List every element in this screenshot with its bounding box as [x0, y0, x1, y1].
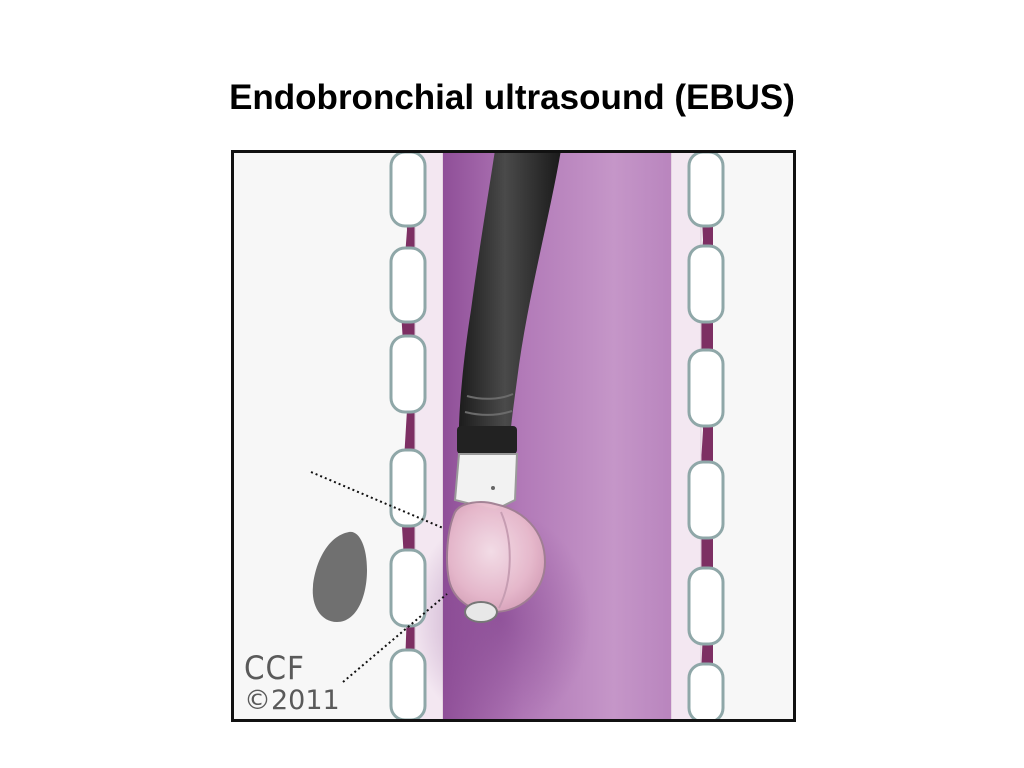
slide-title: Endobronchial ultrasound (EBUS) [229, 78, 795, 117]
balloon-seam [498, 511, 511, 609]
cartilage-ring-icon [687, 460, 725, 540]
cartilage-ring-icon [389, 648, 427, 722]
copyright-year: ©2011 [244, 685, 340, 716]
ultrasound-balloon-icon [446, 501, 547, 614]
cartilage-ring-icon [687, 662, 725, 722]
cartilage-ring-icon [389, 448, 427, 528]
cartilage-ring-icon [687, 244, 725, 324]
lymph-node-icon [312, 531, 367, 622]
cartilage-ring-icon [389, 334, 427, 414]
illustration-frame [231, 150, 796, 722]
balloon-end-cap [464, 601, 498, 623]
ebus-illustration-svg [231, 150, 796, 722]
cartilage-ring-icon [687, 566, 725, 646]
right-cartilage-rings [687, 150, 725, 722]
scope-band-lines [464, 393, 514, 416]
scope-tip [453, 453, 519, 512]
cartilage-ring-icon [389, 246, 427, 324]
cartilage-ring-icon [687, 150, 725, 228]
left-cartilage-rings [389, 150, 427, 722]
cartilage-ring-icon [389, 150, 427, 228]
scope-collar [457, 426, 517, 454]
copyright-mark: CCF ©2011 [244, 652, 340, 714]
copyright-org: CCF [244, 649, 305, 687]
cartilage-ring-icon [389, 548, 427, 628]
cartilage-ring-icon [687, 348, 725, 428]
bronchoscope-icon [459, 150, 561, 430]
scope-tip-marker [491, 486, 495, 490]
leader-line-upper [310, 471, 444, 529]
ebus-illustration [231, 150, 796, 722]
